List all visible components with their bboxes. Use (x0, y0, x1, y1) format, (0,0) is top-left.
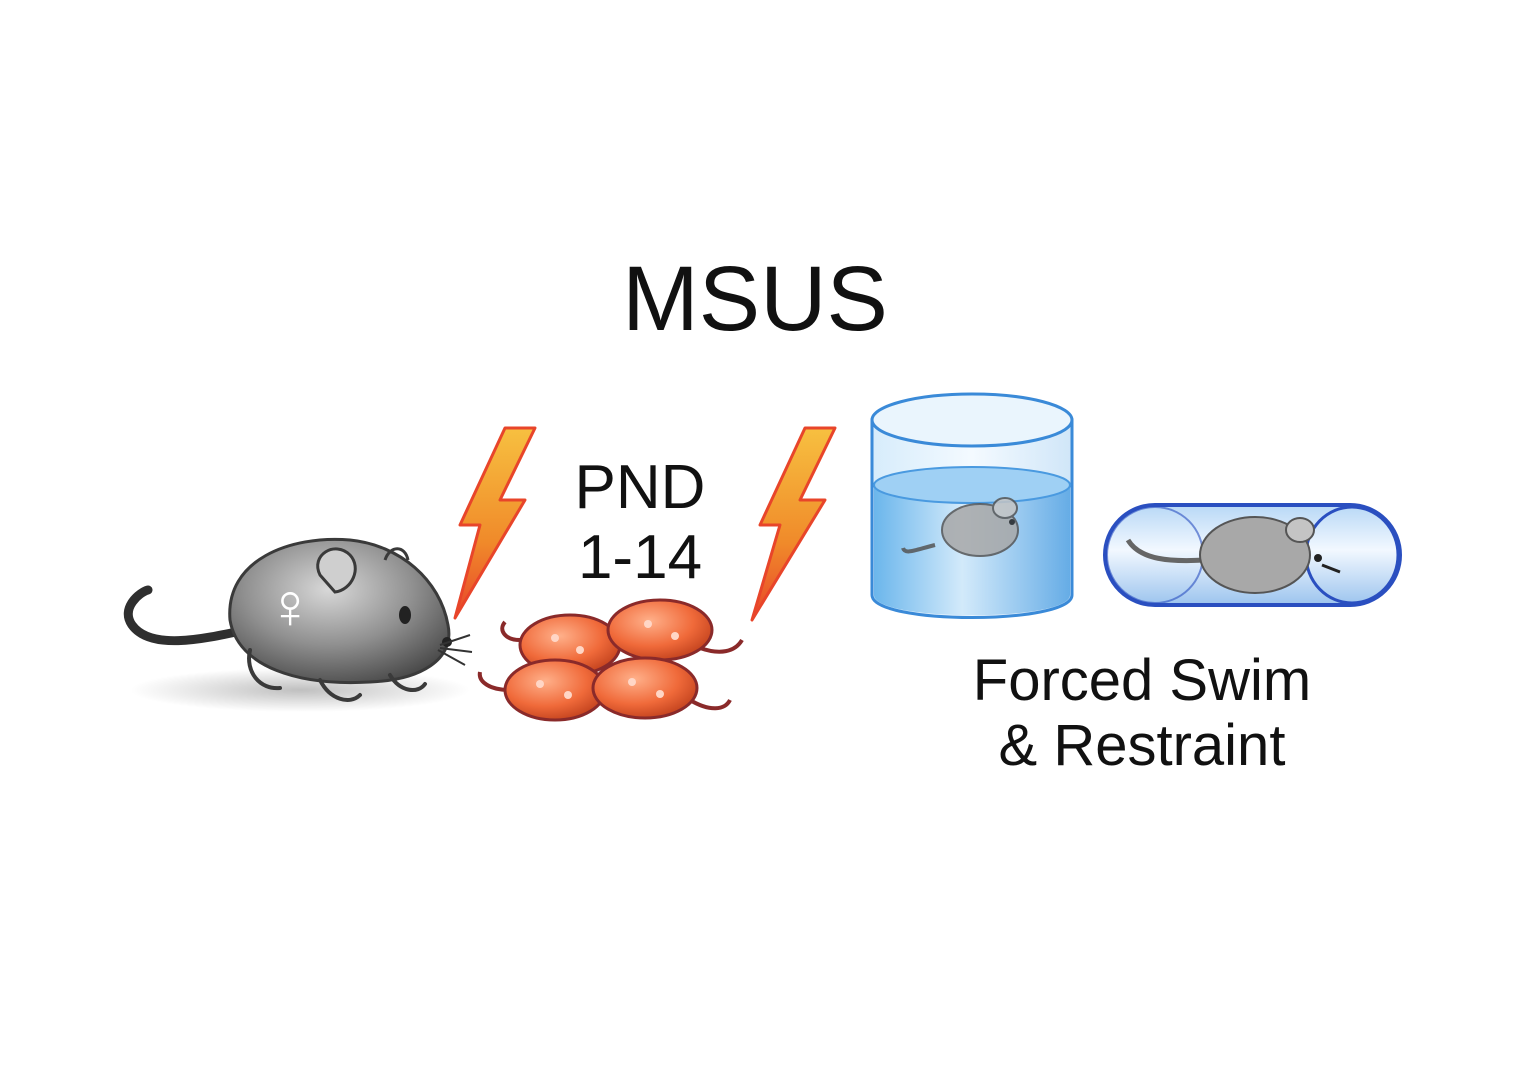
pnd-label-line2: 1-14 (578, 523, 702, 592)
stress-label-line2: & Restraint (999, 713, 1286, 778)
mouse-icon (123, 537, 473, 712)
pup-icon (591, 656, 732, 720)
pnd-label-line1: PND (575, 453, 706, 522)
stress-label-line1: Forced Swim (973, 648, 1311, 713)
diagram-title: MSUS (622, 248, 888, 350)
pup-icon (606, 598, 744, 662)
water-beaker-icon (870, 392, 1074, 619)
pup-icon-cluster (477, 598, 744, 722)
lightning-bolt-icon-left (453, 426, 537, 620)
restrained-mouse-icon (1125, 516, 1341, 594)
pup-icon (477, 658, 607, 722)
swimming-mouse-icon (901, 497, 1019, 557)
restraint-tube-icon (1103, 503, 1402, 607)
female-symbol: ♀ (266, 570, 314, 642)
lightning-bolt-icon-right (750, 426, 837, 622)
